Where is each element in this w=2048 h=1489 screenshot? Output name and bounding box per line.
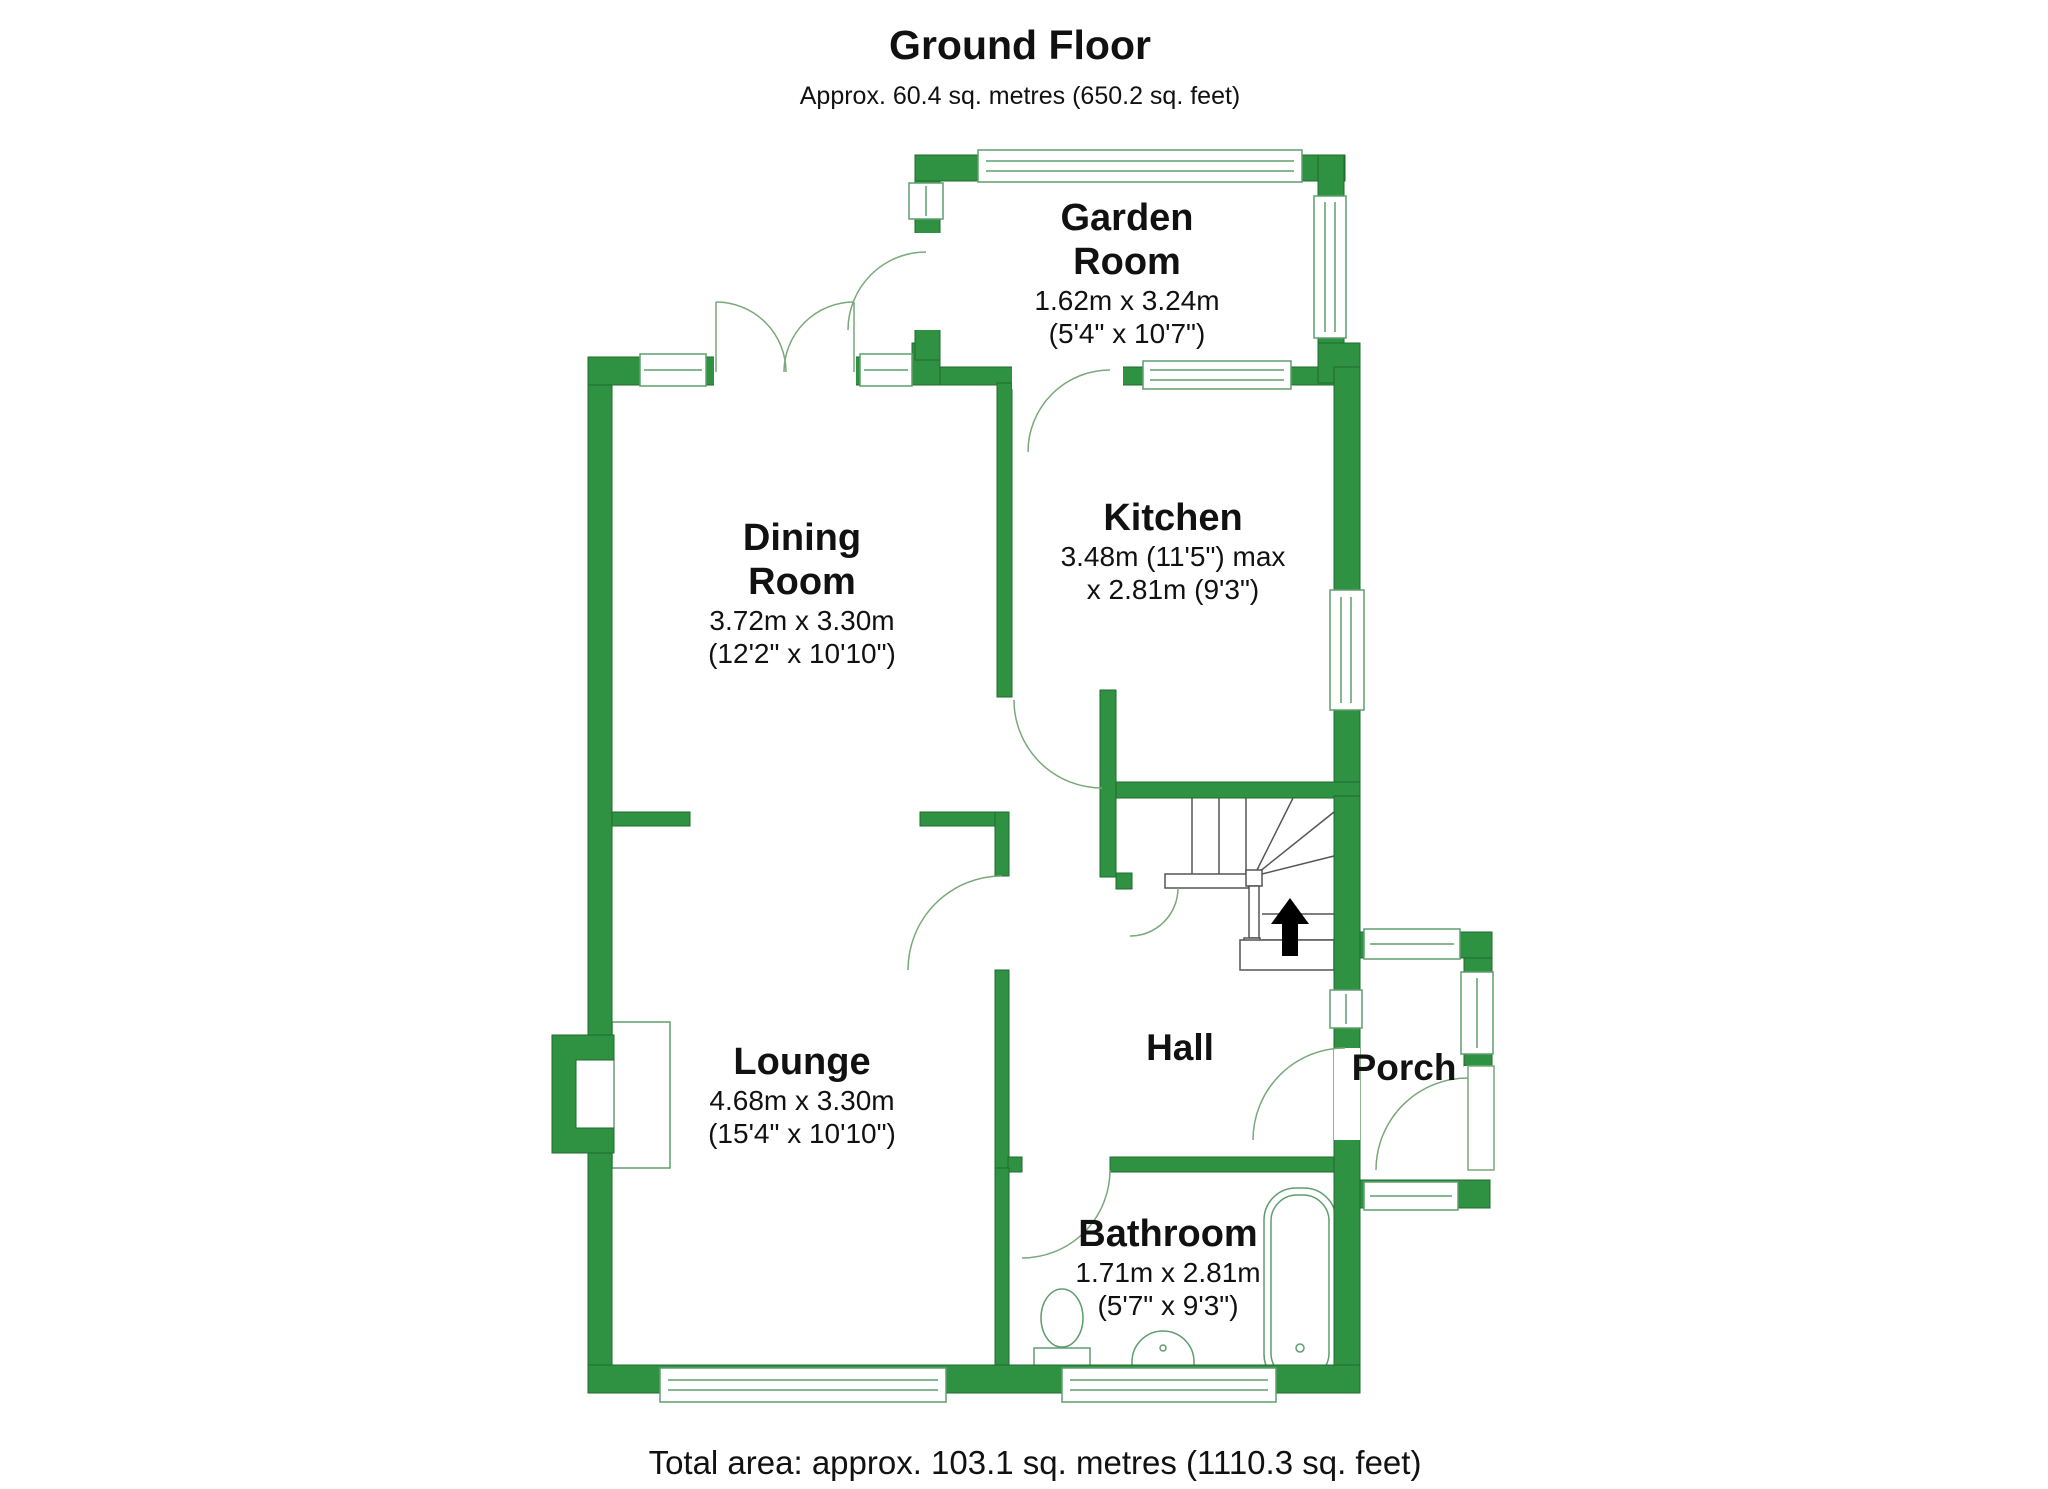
room-name: Room — [1073, 241, 1181, 283]
wall-bathroom-north — [1109, 1156, 1361, 1173]
wall-kitchen-east — [1333, 366, 1361, 797]
total-area-text: Total area: approx. 103.1 sq. metres (11… — [648, 1444, 1422, 1481]
room-name: Hall — [1146, 1027, 1214, 1068]
room-name: Porch — [1351, 1047, 1457, 1088]
room-dimensions: (15'4" x 10'10") — [708, 1118, 896, 1149]
bathtub-icon — [1263, 1187, 1337, 1387]
room-name: Lounge — [733, 1041, 871, 1083]
room-label-garden-room: Garden Room 1.62m x 3.24m (5'4" x 10'7") — [1034, 196, 1219, 350]
door-french-dining — [715, 301, 855, 373]
chimney-notch — [575, 1059, 615, 1129]
window-garden-west — [908, 182, 944, 220]
room-name: Garden — [1060, 197, 1194, 239]
stairs-up-arrow-icon — [1271, 898, 1309, 956]
room-label-porch: Porch — [1352, 1046, 1457, 1090]
windows — [639, 149, 1494, 1403]
room-label-kitchen: Kitchen 3.48m (11'5") max x 2.81m (9'3") — [1061, 496, 1286, 606]
page-subtitle: Approx. 60.4 sq. metres (650.2 sq. feet) — [799, 82, 1241, 110]
wall-lounge-hall-upper — [994, 811, 1010, 877]
room-dimensions: (12'2" x 10'10") — [708, 638, 896, 669]
wall-stairs-west — [1099, 689, 1117, 878]
window-porch-east — [1460, 971, 1494, 1055]
window-kitchen-east — [1329, 589, 1365, 711]
room-name: Bathroom — [1078, 1213, 1258, 1255]
window-dining-north-left — [639, 353, 707, 387]
fireplace-hearth — [611, 1021, 671, 1169]
window-lounge-south — [659, 1367, 947, 1403]
room-dimensions: (5'7" x 9'3") — [1097, 1290, 1239, 1321]
window-garden-east — [1313, 195, 1347, 339]
room-dimensions: 4.68m x 3.30m — [709, 1085, 895, 1116]
window-porch-north — [1363, 928, 1461, 960]
wall-lounge-hall-lower — [994, 969, 1010, 1169]
room-dimensions: 1.71m x 2.81m — [1075, 1257, 1261, 1288]
wall-dining-kitchen — [996, 382, 1013, 698]
room-dimensions: 3.72m x 3.30m — [709, 605, 895, 636]
doors — [715, 251, 1495, 1259]
door-front — [1252, 1047, 1346, 1141]
room-dimensions: 1.62m x 3.24m — [1034, 285, 1220, 316]
door-dining-kitchen — [1013, 699, 1103, 789]
room-dimensions: 3.48m (11'5") max — [1060, 541, 1286, 572]
room-name: Room — [748, 561, 856, 603]
room-name: Kitchen — [1103, 497, 1243, 539]
door-garden-kitchen — [1027, 369, 1111, 453]
door-lounge-hall — [907, 875, 1003, 971]
room-dimensions: (5'4" x 10'7") — [1048, 318, 1206, 349]
walls — [551, 154, 1493, 1394]
room-label-bathroom: Bathroom 1.71m x 2.81m (5'7" x 9'3") — [1075, 1212, 1260, 1322]
window-kitchen-north — [1142, 360, 1292, 390]
door-porch — [1375, 1065, 1495, 1171]
room-label-dining-room: Dining Room 3.72m x 3.30m (12'2" x 10'10… — [708, 516, 896, 670]
wall-kitchen-south — [1099, 781, 1361, 799]
window-hall-east — [1329, 989, 1363, 1029]
window-dining-north-right — [859, 353, 913, 387]
door-bathroom — [1021, 1169, 1111, 1259]
door-garden-west — [847, 251, 927, 331]
door-stairs-hall — [1129, 887, 1179, 937]
room-label-hall: Hall — [1146, 1026, 1214, 1070]
wall-dining-lounge-stub-left — [611, 811, 691, 827]
room-label-lounge: Lounge 4.68m x 3.30m (15'4" x 10'10") — [708, 1040, 896, 1150]
room-name: Dining — [742, 517, 862, 559]
window-bathroom-south — [1061, 1367, 1277, 1403]
wall-lounge-bathroom — [994, 1167, 1010, 1366]
wall-west — [587, 356, 613, 1394]
staircase — [1164, 795, 1335, 971]
window-porch-south — [1363, 1181, 1459, 1211]
window-garden-north — [977, 149, 1303, 183]
page-title: Ground Floor — [889, 22, 1151, 68]
room-dimensions: x 2.81m (9'3") — [1086, 574, 1260, 605]
